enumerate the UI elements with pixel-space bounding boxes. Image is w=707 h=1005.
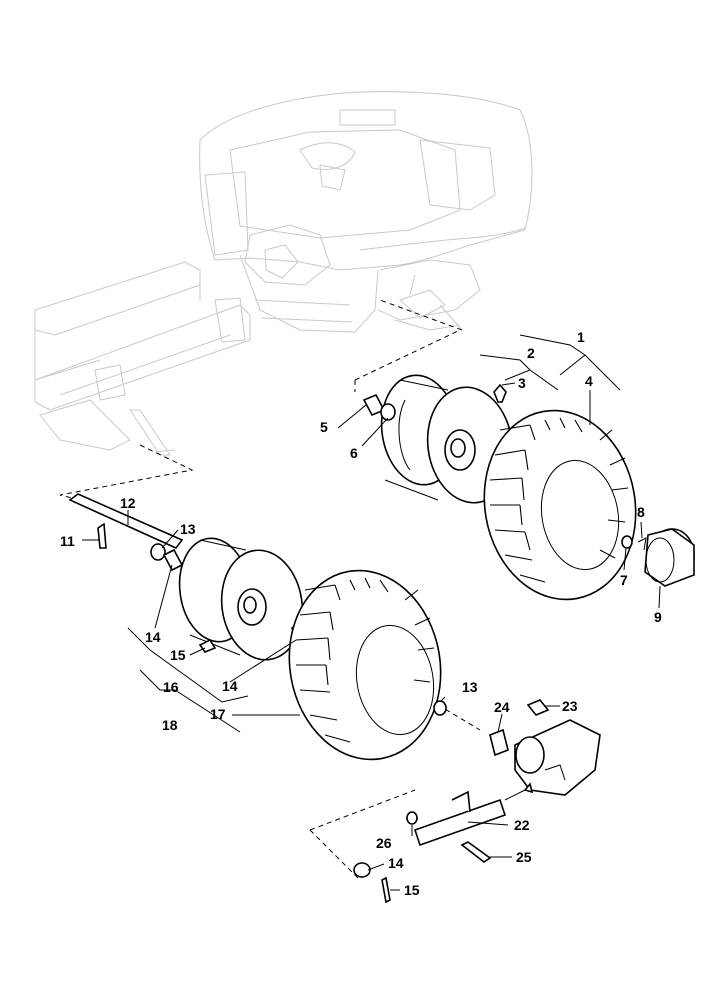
callout-24: 24 xyxy=(494,699,510,715)
callout-3: 3 xyxy=(518,375,526,391)
callout-13-upper: 13 xyxy=(180,521,196,537)
callout-9: 9 xyxy=(654,609,662,625)
pivot-bracket xyxy=(353,699,601,904)
right-hardware xyxy=(362,383,647,551)
callout-12: 12 xyxy=(120,495,136,511)
callout-25: 25 xyxy=(516,849,532,865)
callout-5: 5 xyxy=(320,419,328,435)
callout-15-left: 15 xyxy=(170,647,186,663)
callout-1: 1 xyxy=(577,329,585,345)
hub-cap xyxy=(644,528,695,587)
callout-labels: 1 2 3 4 5 6 7 8 9 11 12 13 14 15 16 14 1… xyxy=(60,329,662,898)
left-wheel-rim xyxy=(150,537,307,661)
mower-chassis-outline xyxy=(34,91,533,456)
callout-13-lower: 13 xyxy=(462,679,478,695)
callout-2: 2 xyxy=(527,345,535,361)
leader-lines xyxy=(82,334,661,891)
callout-11: 11 xyxy=(60,533,75,549)
callout-4: 4 xyxy=(585,373,593,389)
callout-14-center: 14 xyxy=(222,678,238,694)
callout-23: 23 xyxy=(562,698,578,714)
callout-15-bottom: 15 xyxy=(404,882,420,898)
callout-8: 8 xyxy=(637,504,645,520)
callout-22: 22 xyxy=(514,817,530,833)
callout-17: 17 xyxy=(210,706,226,722)
callout-16: 16 xyxy=(163,679,179,695)
axle-shaft xyxy=(68,493,184,549)
callout-14-bottom: 14 xyxy=(388,855,404,871)
callout-26: 26 xyxy=(376,835,392,851)
callout-14-left: 14 xyxy=(145,629,161,645)
callout-6: 6 xyxy=(350,445,358,461)
callout-7: 7 xyxy=(620,572,628,588)
left-tyre xyxy=(288,569,447,761)
callout-18: 18 xyxy=(162,717,178,733)
right-tyre xyxy=(483,409,637,601)
